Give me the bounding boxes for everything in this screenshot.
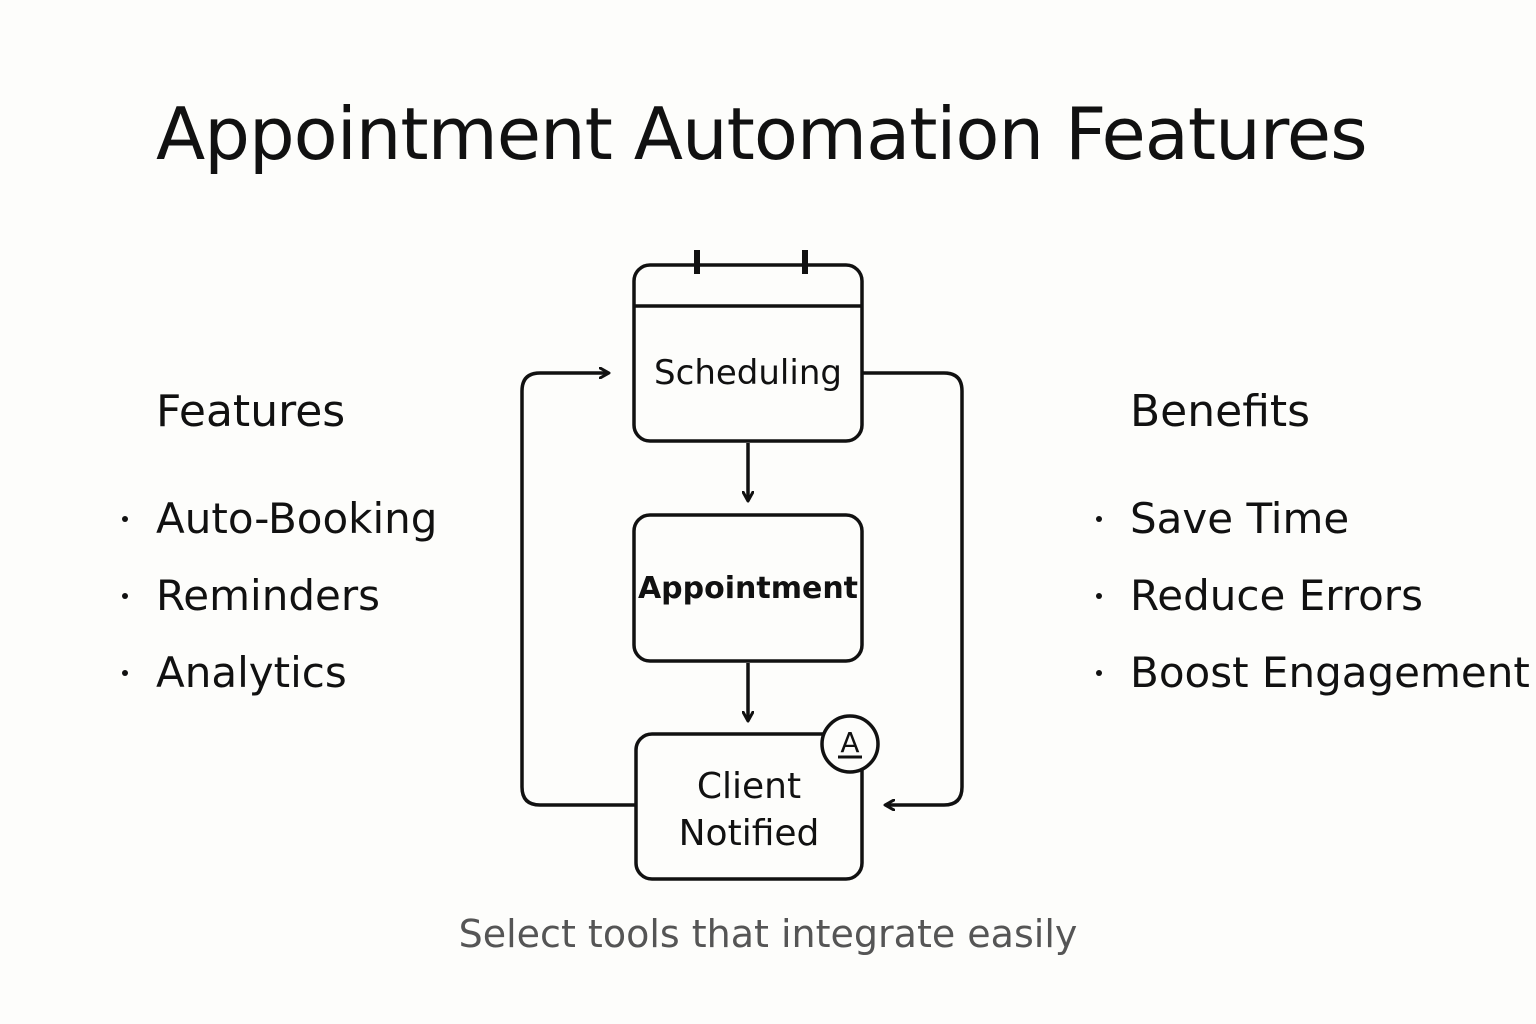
bullet-icon: [122, 592, 128, 599]
benefits-list: Save Time Reduce Errors Boost Engagement: [1092, 480, 1530, 711]
list-item: Auto-Booking: [118, 480, 437, 557]
page-title: Appointment Automation Features: [156, 92, 1368, 176]
arrow-loop-right: [862, 371, 964, 805]
bullet-icon: [122, 669, 128, 676]
features-heading: Features: [156, 386, 346, 437]
features-list: Auto-Booking Reminders Analytics: [118, 480, 437, 711]
client-notified-node: Client Notified A: [634, 714, 880, 881]
badge-letter: A: [840, 726, 859, 759]
list-item: Analytics: [118, 634, 437, 711]
list-item: Save Time: [1092, 480, 1530, 557]
calendar-ring-left: [694, 250, 700, 274]
list-item: Boost Engagement: [1092, 634, 1530, 711]
appointment-box: [632, 513, 864, 663]
calendar-ring-right: [802, 250, 808, 274]
bullet-icon: [1096, 515, 1102, 522]
benefit-label: Reduce Errors: [1130, 571, 1423, 620]
notification-badge-icon: [820, 714, 880, 774]
arrow-loop-left: [520, 373, 636, 807]
node-label-notified: Notified: [679, 813, 820, 854]
benefit-label: Boost Engagement: [1130, 648, 1530, 697]
bullet-icon: [122, 515, 128, 522]
appointment-node: Appointment: [632, 513, 864, 663]
feature-label: Reminders: [156, 571, 380, 620]
feature-label: Auto-Booking: [156, 494, 438, 543]
list-item: Reduce Errors: [1092, 557, 1530, 634]
bullet-icon: [1096, 669, 1102, 676]
node-label-appointment: Appointment: [638, 571, 858, 606]
benefit-label: Save Time: [1130, 494, 1350, 543]
bullet-icon: [1096, 592, 1102, 599]
node-label-scheduling: Scheduling: [654, 353, 842, 393]
benefits-heading: Benefits: [1130, 386, 1311, 437]
scheduling-node: Scheduling: [632, 250, 864, 443]
caption: Select tools that integrate easily: [458, 912, 1078, 956]
feature-label: Analytics: [156, 648, 347, 697]
node-label-client: Client: [697, 766, 801, 807]
list-item: Reminders: [118, 557, 437, 634]
